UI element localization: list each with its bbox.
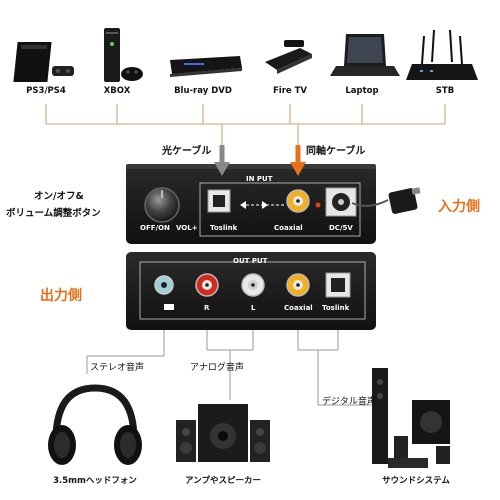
output-coaxial-label: Coaxial <box>284 304 313 312</box>
output-label-headphones: 3.5mmヘッドフォン <box>53 476 137 486</box>
xbox-icon <box>104 28 143 82</box>
knob-desc-line2: ボリューム調整ボタン <box>6 208 101 219</box>
laptop-icon <box>330 34 400 76</box>
headphones-icon <box>48 384 142 465</box>
output-toslink-label: Toslink <box>322 304 350 312</box>
output-l-label: L <box>251 304 256 312</box>
source-label-ps: PS3/PS4 <box>26 86 66 96</box>
input-toslink-label: Toslink <box>210 224 238 232</box>
output-r-label: R <box>204 304 210 312</box>
fire-tv-stick-icon <box>265 40 312 74</box>
input-coaxial-label: Coaxial <box>274 224 303 232</box>
knob-desc-line1: オン/オフ& <box>34 191 84 202</box>
input-header: IN PUT <box>246 175 273 183</box>
source-connection-lines <box>45 104 446 145</box>
output-label-sound-system: サウンドシステム <box>382 476 450 486</box>
router-box-icon <box>406 29 478 80</box>
knob-label-off-on: OFF/ON <box>140 224 170 232</box>
coaxial-cable-label: 同軸ケーブル <box>306 146 366 157</box>
optical-cable-label: 光ケーブル <box>162 146 212 157</box>
input-dc-label: DC/5V <box>329 224 353 232</box>
knob-label-vol: VOL+ <box>176 224 198 232</box>
output-header: OUT PUT <box>233 257 268 265</box>
coaxial-cable-arrow <box>290 145 306 176</box>
power-adapter-icon <box>351 187 421 214</box>
bluray-player-icon <box>170 56 242 77</box>
converter-input-panel <box>126 164 376 244</box>
optical-cable-arrow <box>214 145 230 176</box>
source-label-xbox: XBOX <box>103 86 131 96</box>
speakers-icon <box>176 404 270 462</box>
analog-audio-label: アナログ音声 <box>190 363 244 373</box>
output-connection-lines <box>86 330 372 406</box>
output-label-speakers: アンプやスピーカー <box>185 476 261 486</box>
source-label-stb: STB <box>435 86 455 96</box>
input-side-label: 入力側 <box>438 199 480 215</box>
source-label-bluray: Blu-ray DVD <box>174 86 232 96</box>
digital-audio-label: デジタル音声 <box>322 397 376 407</box>
sound-system-icon <box>372 368 450 468</box>
volume-knob-icon <box>144 187 180 223</box>
console-icon <box>13 42 74 82</box>
stereo-audio-label: ステレオ音声 <box>90 363 145 373</box>
source-label-laptop: Laptop <box>345 86 379 96</box>
converter-output-panel <box>126 252 376 330</box>
headphone-symbol-icon <box>164 304 174 310</box>
output-side-label: 出力側 <box>40 288 82 304</box>
source-label-firetv: Fire TV <box>272 86 307 96</box>
